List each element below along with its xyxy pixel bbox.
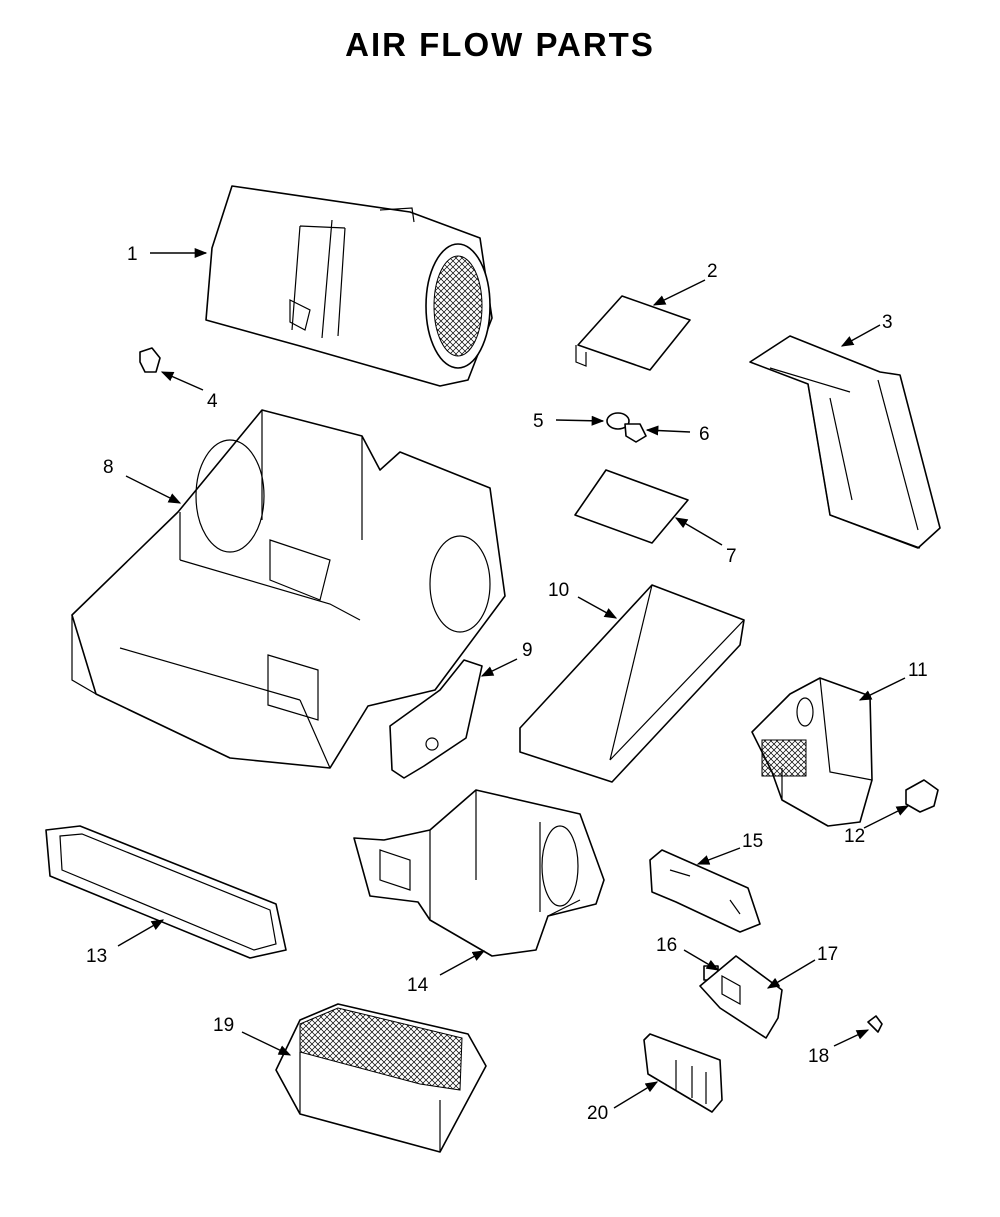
part-relay-board[interactable] bbox=[699, 955, 783, 1039]
part-terminal-block[interactable] bbox=[643, 1033, 723, 1113]
part-clip[interactable] bbox=[139, 347, 161, 373]
part-vent-grille[interactable] bbox=[275, 1003, 487, 1153]
part-filter-sheet[interactable] bbox=[574, 469, 689, 544]
leader-lines bbox=[117, 247, 910, 1109]
part-blower-motor[interactable] bbox=[205, 185, 493, 387]
callout-19: 19 bbox=[213, 1015, 234, 1036]
part-main-housing[interactable] bbox=[71, 409, 506, 769]
callout-12: 12 bbox=[844, 826, 865, 847]
part-connector[interactable] bbox=[606, 412, 630, 430]
callout-4: 4 bbox=[207, 391, 218, 412]
callout-14: 14 bbox=[407, 975, 429, 996]
part-fan-assembly[interactable] bbox=[751, 677, 873, 827]
callout-3: 3 bbox=[882, 312, 893, 333]
callout-labels: 1 2 3 4 5 6 7 8 9 10 11 12 13 14 15 16 1… bbox=[86, 244, 928, 1124]
part-control-board[interactable] bbox=[649, 849, 761, 933]
callout-5: 5 bbox=[533, 411, 544, 432]
callout-11: 11 bbox=[908, 660, 928, 681]
callout-16: 16 bbox=[656, 935, 677, 956]
part-air-duct[interactable] bbox=[353, 789, 605, 957]
callout-20: 20 bbox=[587, 1103, 608, 1124]
part-fan-bracket[interactable] bbox=[905, 779, 939, 813]
callout-2: 2 bbox=[707, 261, 718, 282]
callout-7: 7 bbox=[726, 546, 737, 567]
callout-13: 13 bbox=[86, 946, 107, 967]
callout-8: 8 bbox=[103, 457, 114, 478]
part-grease-filter[interactable] bbox=[45, 825, 287, 959]
part-cover-plate[interactable] bbox=[575, 295, 691, 371]
callout-18: 18 bbox=[808, 1046, 829, 1067]
part-bracket-frame[interactable] bbox=[749, 335, 941, 549]
callout-1: 1 bbox=[127, 244, 138, 265]
callout-6: 6 bbox=[699, 424, 710, 445]
part-duct-cover[interactable] bbox=[519, 584, 745, 783]
part-connector-nut[interactable] bbox=[624, 423, 647, 443]
callout-10: 10 bbox=[548, 580, 569, 601]
part-bracket[interactable] bbox=[389, 659, 483, 779]
callout-17: 17 bbox=[817, 944, 838, 965]
callout-9: 9 bbox=[522, 640, 533, 661]
callout-15: 15 bbox=[742, 831, 763, 852]
part-screw[interactable] bbox=[867, 1015, 883, 1033]
page-title: AIR FLOW PARTS bbox=[345, 26, 655, 63]
